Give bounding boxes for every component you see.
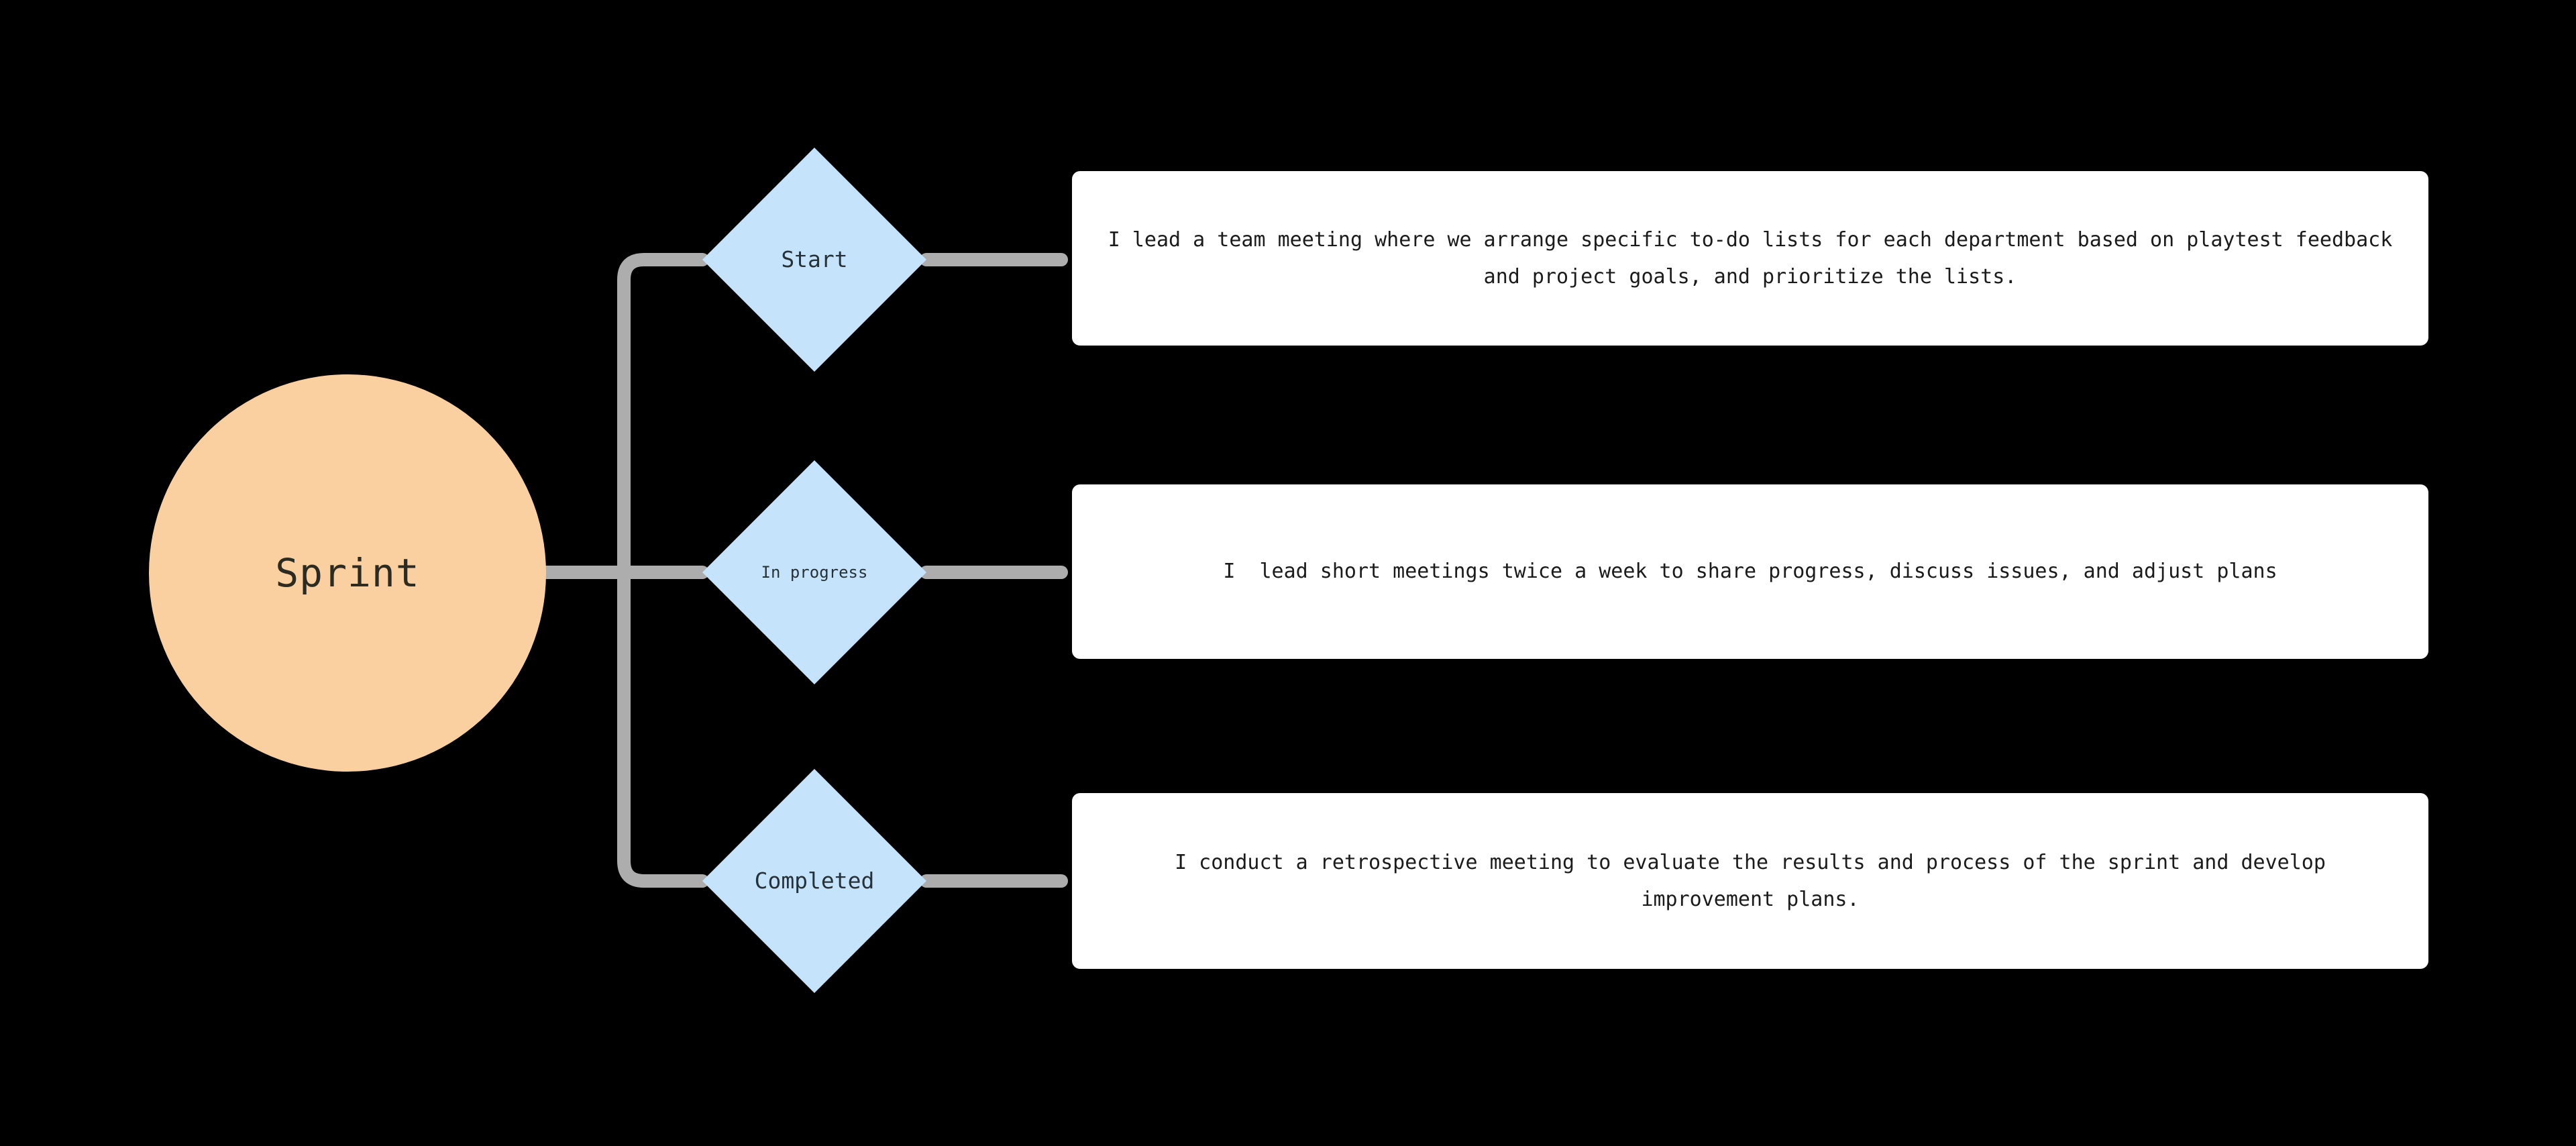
stage-node-in-progress-label: In progress (761, 563, 868, 582)
stage-node-in-progress[interactable]: In progress (702, 460, 926, 684)
description-card-completed-text: I conduct a retrospective meeting to eva… (1175, 850, 2338, 912)
description-card-in-progress[interactable]: I lead short meetings twice a week to sh… (1072, 484, 2428, 659)
stage-node-completed-label: Completed (754, 868, 875, 894)
edge-root-to-completed (617, 566, 709, 888)
stage-node-completed[interactable]: Completed (702, 769, 926, 993)
root-node-sprint[interactable]: Sprint (149, 374, 546, 772)
description-card-completed[interactable]: I conduct a retrospective meeting to eva… (1072, 793, 2428, 969)
description-card-in-progress-text: I lead short meetings twice a week to sh… (1223, 560, 2277, 584)
edge-root-to-start (617, 253, 709, 579)
description-card-start[interactable]: I lead a team meeting where we arrange s… (1072, 171, 2428, 346)
stage-node-start[interactable]: Start (702, 148, 926, 372)
root-node-label: Sprint (275, 550, 420, 596)
description-card-start-text: I lead a team meeting where we arrange s… (1108, 227, 2405, 289)
stage-node-start-label: Start (781, 246, 848, 273)
